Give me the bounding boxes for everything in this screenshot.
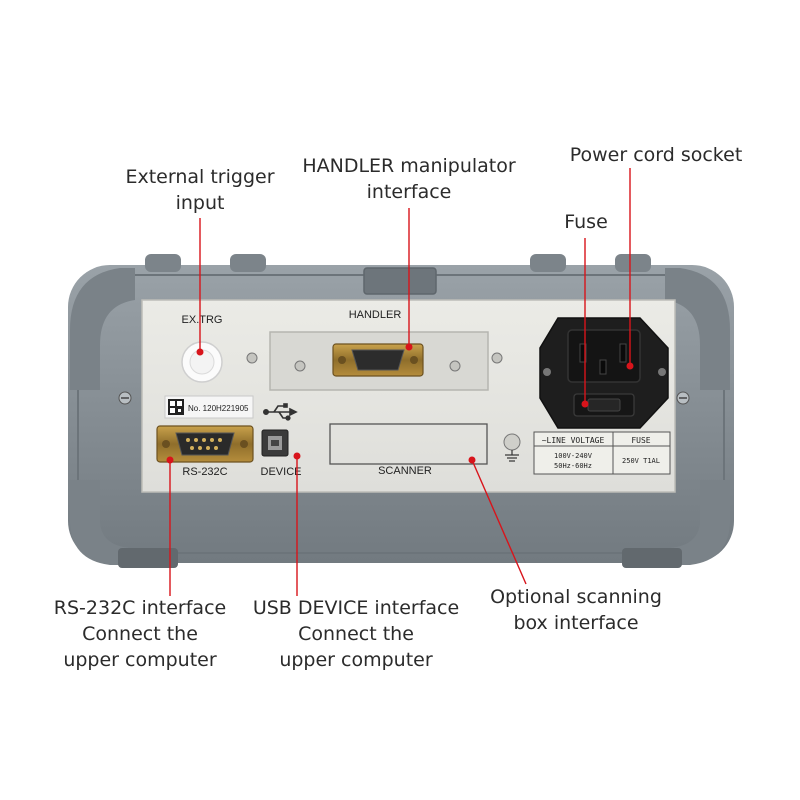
serial-label: No. 120H221905 (164, 395, 254, 419)
handler-connector[interactable] (246, 331, 503, 391)
callout-usb-device: USB DEVICE interface Connect the upper c… (252, 597, 460, 671)
rs232c-connector[interactable]: RS-232C (156, 425, 254, 478)
usb-device-port[interactable]: DEVICE (261, 429, 302, 478)
ext-trg-label: EX.TRG (182, 314, 223, 326)
handler-label: HANDLER (349, 309, 402, 321)
voltage-range: 100V-240V (554, 452, 593, 460)
external-trigger-connector[interactable] (181, 341, 223, 383)
ground-symbol-icon (503, 433, 521, 462)
line-voltage-header: ~LINE VOLTAGE (542, 436, 605, 445)
rating-table: ~LINE VOLTAGE FUSE 100V-240V 50Hz-60Hz 2… (533, 431, 671, 475)
power-inlet[interactable] (539, 317, 669, 429)
callout-fuse: Fuse (564, 211, 608, 233)
serial-number: No. 120H221905 (188, 404, 249, 413)
callout-scanner: Optional scanning box interface (490, 586, 662, 634)
scanner-label: SCANNER (378, 465, 432, 477)
frequency-range: 50Hz-60Hz (554, 462, 592, 470)
callout-handler: HANDLER manipulator interface (302, 155, 516, 203)
fuse-header: FUSE (631, 436, 650, 445)
usb-icon (262, 403, 298, 421)
leader-lines (166, 168, 634, 596)
fuse-value: 250V T1AL (622, 457, 660, 465)
leader-line-scanner (471, 459, 527, 585)
device-label: DEVICE (261, 466, 302, 478)
callout-external-trigger: External trigger input (125, 166, 275, 214)
rs232c-label: RS-232C (182, 466, 227, 478)
callout-power-cord-socket: Power cord socket (569, 144, 743, 166)
scanner-port-cover[interactable]: SCANNER (329, 423, 488, 477)
callout-rs232c: RS-232C interface Connect the upper comp… (53, 597, 227, 671)
